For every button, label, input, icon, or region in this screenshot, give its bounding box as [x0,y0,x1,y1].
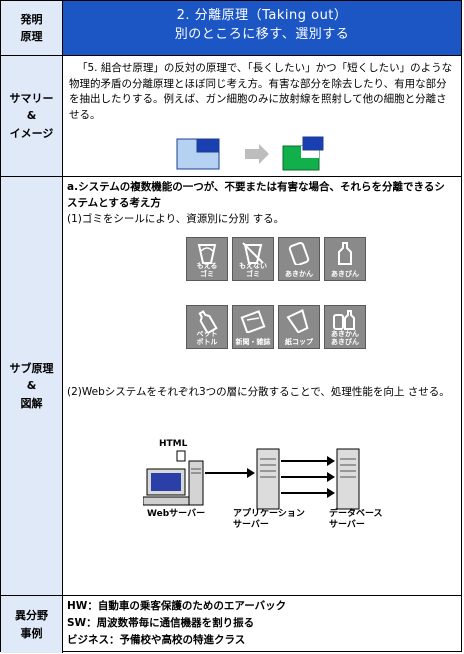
sticker-tile: 新聞・雑誌 [232,305,274,349]
sub-heading: a.システムの複数機能の一つが、不要または有害な場合、それらを分離できるシステム… [67,181,445,209]
summary-text: 「5. 組合せ原理」の反対の原理で、「長くしたい」かつ「短くしたい」のような物理… [69,62,453,121]
sticker-tile: もえる ゴミ [186,237,228,281]
sticker-tile: あきびん [324,237,366,281]
divider [1,176,461,177]
web-server-label: Webサーバー [147,509,206,519]
header-left-label: 発明 原理 [1,1,63,55]
divider [1,595,461,596]
divider [1,55,461,56]
summary-left-label: サマリー & イメージ [1,56,63,176]
sticker-tile: 紙コップ [278,305,320,349]
sticker-tile: ペット ボトル [186,305,228,349]
sub-item-1: (1)ゴミをシールにより、資源別に分別 する。 [67,213,285,225]
bottle-icon [338,242,352,265]
sticker-tile: あきかん あきびん [324,305,366,349]
sticker-tile: もえない ゴミ [232,237,274,281]
newspaper-icon [240,310,266,333]
can-bottle-icon [333,310,355,330]
nonburnable-icon [242,242,264,264]
paper-cup-icon [286,309,309,333]
page-title: 2. 分離原理（Taking out） [176,8,348,23]
examples-left-label: 異分野 事例 [1,596,63,653]
sub-item-2: (2)Webシステムをそれぞれ3つの層に分散することで、処理性能を向上 させる。 [67,386,450,398]
sub-left-label: サブ原理 & 図解 [1,177,63,595]
sub-cell: a.システムの複数機能の一つが、不要または有害な場合、それらを分離できるシステム… [63,177,461,595]
pet-bottle-icon [198,310,218,333]
summary-cell: 「5. 組合せ原理」の反対の原理で、「長くしたい」かつ「短くしたい」のような物理… [63,56,461,176]
example-hw: HW：自動車の乗客保護のためのエアーバック [67,600,287,612]
can-icon [288,242,310,265]
separation-image [176,136,324,171]
example-business: ビジネス：予備校や高校の特進クラス [67,634,246,646]
example-sw: SW：周波数帯毎に通信機器を割り振る [67,617,255,629]
db-server-label: データベース サーバー [329,509,383,530]
page-subtitle: 別のところに移す、選別する [174,27,350,42]
title-block: 2. 分離原理（Taking out） 別のところに移す、選別する [63,1,461,55]
three-tier-diagram [143,448,360,510]
burnable-icon [197,244,217,264]
html-label: HTML [159,439,188,449]
sticker-tile: あきかん [278,237,320,281]
examples-cell: HW：自動車の乗客保護のためのエアーバック SW：周波数帯毎に通信機器を割り振る… [63,596,461,653]
app-server-label: アプリケーション サーバー [233,509,305,530]
